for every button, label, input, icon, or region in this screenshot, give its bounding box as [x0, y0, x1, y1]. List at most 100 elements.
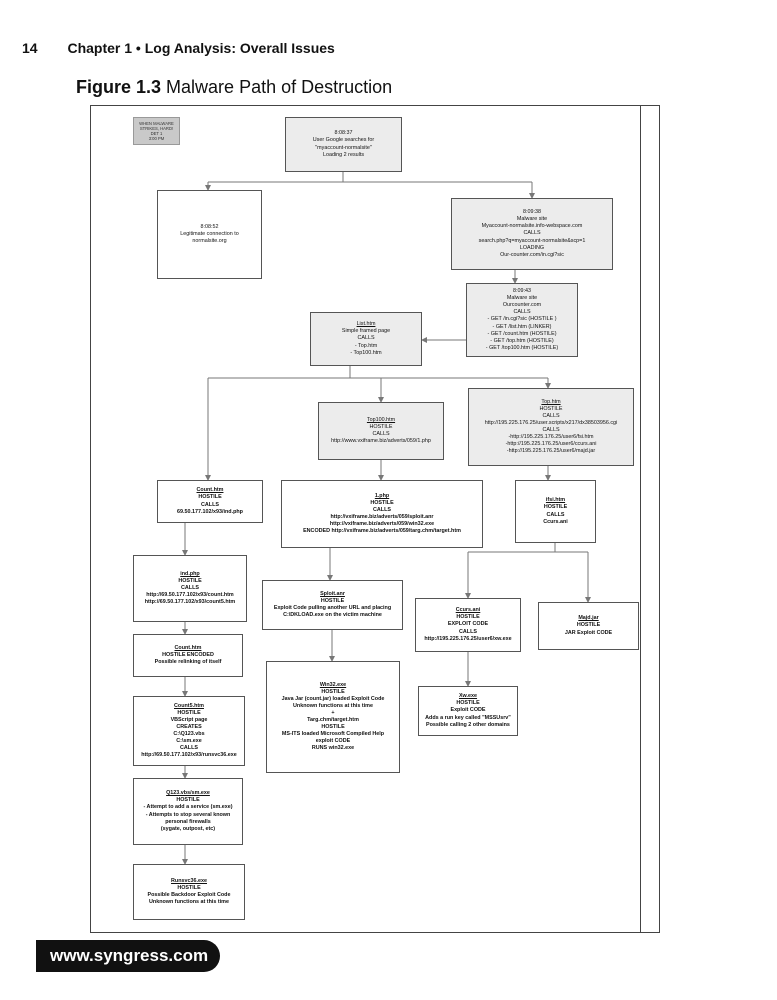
node-text-line: Unknown functions at this time	[149, 899, 229, 906]
node-text-line: - GET /list.htm (LINKER)	[492, 323, 552, 330]
node-text-line: C:\DKLOAD.exe on the victim machine	[283, 612, 382, 619]
node-text-line: CALLS	[513, 309, 531, 316]
node-text-line: CALLS	[357, 335, 375, 342]
node-heading: Win32.exe	[319, 681, 347, 688]
node-text-line: C:\sm.exe	[176, 738, 202, 745]
node-text-line: http://69.50.177.102/x93/count.htm	[146, 592, 234, 598]
node-text-line: CALLS	[180, 745, 198, 752]
node-text-line: ENCODED http://vxiframe.biz/adverts/059/…	[303, 528, 461, 535]
node-text-line: Simple framed page	[341, 328, 391, 335]
node-heading: 8:08:37	[334, 130, 353, 137]
node-text-line: Targ.chm/target.htm	[307, 717, 359, 723]
node-text-line: HOSTILE	[198, 494, 222, 501]
figure-label: Figure 1.3	[76, 77, 162, 97]
node-text-line: STRIKES, HARD!	[139, 125, 174, 131]
node-text-line: HOSTILE	[576, 622, 601, 629]
node-text-line: CALLS	[459, 628, 477, 635]
node-text-line: Our-counter.com/in.cgi?sic	[500, 251, 564, 258]
node-text-line: HOSTILE ENCODED	[162, 651, 214, 658]
node-heading: Top100.htm	[366, 416, 396, 423]
node-text-line: Malware site	[516, 216, 548, 223]
node-text-line: User Google searches for	[312, 137, 375, 144]
node-text-line: - GET /in.cgi?sic (HOSTILE )	[487, 316, 557, 323]
node-heading: 1.php	[374, 492, 390, 499]
publisher-url: www.syngress.com	[36, 940, 220, 972]
node-text-line: CALLS	[523, 230, 541, 237]
node-text-line: Java Jar (count.jar) loaded Exploit Code	[281, 695, 385, 702]
node-text-line: exploit CODE	[315, 738, 351, 745]
node-text-line: (sygate, outpost, etc)	[160, 825, 216, 832]
node-text-line: personal firewalls	[165, 818, 211, 825]
node-text-line: Malware site	[506, 295, 538, 302]
node-text-line: http://69.50.177.102/x93/count5.htm	[144, 599, 236, 606]
node-text-line: http://vxiframe.biz/adverts/059/sploit.a…	[330, 514, 434, 520]
figure-title: Malware Path of Destruction	[166, 77, 393, 97]
frame-divider	[640, 105, 641, 933]
node-text-line: normalsite.org	[192, 238, 227, 244]
node-heading: ifsi.htm	[545, 497, 566, 504]
node-text-line: Myaccount-normalsite.info-webspace.com	[481, 223, 583, 230]
node-text-line: CALLS	[542, 427, 560, 433]
node-heading: Runsvc36.exe	[171, 877, 207, 884]
node-text-line: C:\Q123.vbs	[173, 731, 205, 737]
node-text-line: Legitimate connection to	[180, 230, 239, 237]
node-text-line: CALLS	[542, 412, 560, 419]
node-heading: Sploit.anr	[320, 590, 345, 597]
node-heading: WHEN MALWARE	[139, 120, 174, 126]
connector-n9-branch	[468, 543, 588, 553]
node-text-line: HOSTILE	[176, 797, 200, 804]
node-heading: Ccurs.ani	[455, 607, 481, 614]
node-text-line: Adds a run key called "MSSUsrv"	[425, 714, 511, 721]
running-header: 14 Chapter 1 • Log Analysis: Overall Iss…	[22, 40, 335, 56]
node-text-line: search.php?q=myaccount-normalsite&scp=1	[478, 237, 586, 244]
node-text-line: http://195.225.176.25/user6/xw.exe	[424, 635, 512, 642]
node-heading: List.htm	[356, 321, 376, 328]
node-text-line: HOSTILE	[539, 405, 563, 412]
node-text-line: 3:00 PM	[148, 136, 165, 142]
node-text-line: HOSTILE	[456, 700, 480, 707]
node-text-line: HOSTILE	[321, 724, 345, 731]
node-text-line: Exploit CODE	[450, 707, 486, 714]
node-text-line: 69.50.177.102/x93/ind.php	[177, 508, 243, 515]
node-heading: ind.php	[180, 570, 200, 577]
node-text-line: - GET /count.htm (HOSTILE)	[487, 330, 557, 337]
node-text-line: CREATES	[176, 723, 202, 730]
node-heading: 8:09:43	[513, 288, 531, 295]
node-text-line: CALLS	[373, 506, 391, 513]
node-heading: Xw.exe	[458, 693, 478, 700]
figure-caption: Figure 1.3 Malware Path of Destruction	[76, 77, 392, 98]
node-text-line: HOSTILE	[178, 577, 202, 584]
node-text-line: CALLS	[201, 501, 219, 508]
node-text-line: HOSTILE	[369, 423, 393, 430]
node-text-line: +	[331, 709, 335, 716]
node-heading: Top.htm	[541, 398, 561, 405]
node-heading: 8:08:52	[200, 223, 219, 230]
node-text-line: HOSTILE	[321, 688, 345, 695]
node-text-line: HOSTILE	[456, 614, 480, 621]
node-heading: Count5.htm	[174, 702, 204, 709]
node-text-line: VBScript page	[170, 716, 208, 723]
node-text-line: -http://195.225.176.25/user6/majd.jar	[506, 448, 596, 455]
node-text-line: "myaccount-normalsite"	[315, 144, 372, 151]
node-text-line: Possible calling 2 other domains	[426, 721, 510, 728]
chapter-title: Chapter 1 • Log Analysis: Overall Issues	[67, 40, 335, 56]
node-text-line: -http://195.225.176.25/user6/fsi.htm	[508, 434, 594, 441]
node-heading: 8:09:38	[523, 209, 541, 216]
node-heading: Q123.vbs/sm.exe	[166, 790, 210, 797]
